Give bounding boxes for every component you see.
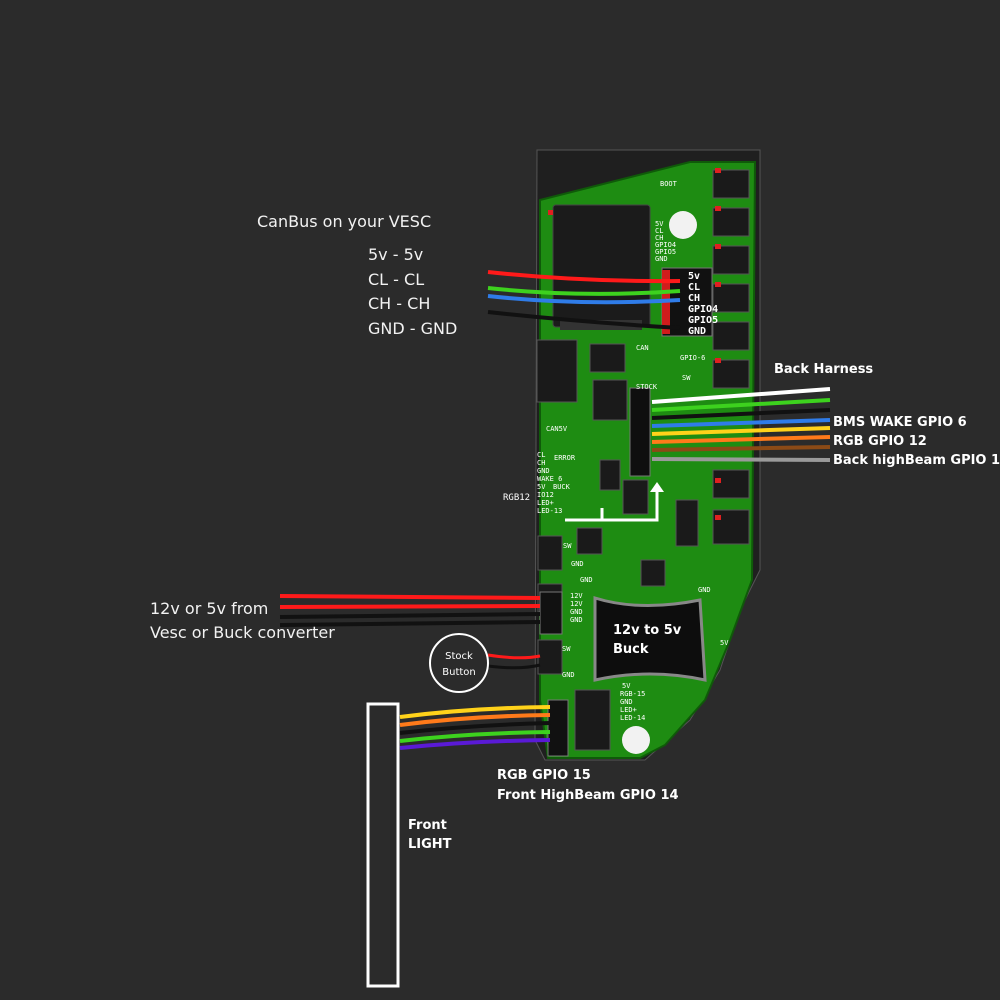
silk-power-pin: 12V (570, 600, 583, 608)
silk-mcu-pin: CH (655, 234, 663, 242)
silk-gnd1: GND (571, 560, 584, 568)
silk-sw: SW (682, 374, 691, 382)
front-light-box (366, 702, 400, 988)
silk-sw2: SW (563, 542, 572, 550)
mount-hole-top (669, 211, 697, 239)
mosfet-column (712, 169, 750, 545)
silk-side-pin: CL (537, 451, 545, 459)
silk-power-pin: GND (570, 608, 583, 616)
silk-front-pin: LED+ (620, 706, 637, 714)
stock-button (429, 633, 489, 693)
silk-side-pin: LED-13 (537, 507, 562, 515)
silk-sw3: SW (562, 645, 571, 653)
mount-hole-bottom (622, 726, 650, 754)
silk-side-pin: GND (537, 467, 550, 475)
silk-side-pin: IO12 (537, 491, 554, 499)
canbus-line: CH - CH (368, 294, 430, 313)
silk-gnd4: GND (562, 671, 575, 679)
silk-mcu-pin: CL (655, 227, 663, 235)
can-pin-label: CL (688, 282, 700, 293)
canbus-title: CanBus on your VESC (257, 212, 431, 231)
can-pin-label: GPIO5 (688, 315, 718, 326)
silk-side-pin: WAKE 6 (537, 475, 562, 483)
silk-power-pin: 12V (570, 592, 583, 600)
silk-gnd2: GND (580, 576, 593, 584)
silk-power-pin: GND (570, 616, 583, 624)
silk-gnd3: GND (698, 586, 711, 594)
silk-buck: BUCK (553, 483, 571, 491)
silk-mcu-pin: 5V (655, 220, 664, 228)
silk-side-pin: LED+ (537, 499, 554, 507)
power-wires (279, 594, 541, 627)
silkscreen: BOOT 5V CL CH GPIO4 GPIO5 GND CAN GPIO-6… (537, 180, 729, 722)
front-gpio-label: RGB GPIO 15 (497, 768, 591, 783)
silk-can5v: CAN5V (546, 425, 568, 433)
silk-boot: BOOT (660, 180, 678, 188)
silk-can: CAN (636, 344, 649, 352)
back-harness-label: RGB GPIO 12 (833, 434, 927, 449)
back-harness-connector (629, 387, 651, 477)
canbus-line: GND - GND (368, 319, 457, 338)
stock-button-label: Stock (445, 651, 473, 662)
front-wires (399, 705, 551, 750)
silk-mcu-pin: GPIO5 (655, 248, 676, 256)
back-harness-title: Back Harness (774, 362, 873, 377)
buck-label: Buck (613, 642, 649, 657)
can-connector-labels: 5v CL CH GPIO4 GPIO5 GND (688, 271, 718, 337)
can-pin-label: CH (688, 293, 700, 304)
silk-side-pin: CH (537, 459, 545, 467)
power-label: Vesc or Buck converter (150, 623, 335, 642)
rgb12-label: RGB12 (503, 493, 530, 503)
can-pin-label: 5v (688, 271, 700, 282)
silk-front-pin: LED-14 (620, 714, 645, 722)
power-connector (539, 591, 563, 635)
front-connector (547, 699, 569, 757)
canbus-line: CL - CL (368, 270, 424, 289)
can-pin-label: GND (688, 326, 706, 337)
buck-label: 12v to 5v (613, 623, 682, 638)
canbus-wires (487, 270, 681, 330)
silk-front-pin: GND (620, 698, 633, 706)
power-label: 12v or 5v from (150, 599, 268, 618)
silk-side-pin: 5V (537, 483, 546, 491)
front-gpio-label: Front HighBeam GPIO 14 (497, 788, 679, 803)
back-harness-label: BMS WAKE GPIO 6 (833, 415, 967, 430)
silk-mcu-pin: GND (655, 255, 668, 263)
back-harness-label: Back highBeam GPIO 13 (833, 453, 1000, 468)
canbus-line: 5v - 5v (368, 245, 423, 264)
stock-button-label: Button (442, 667, 476, 678)
front-light-label: Front (408, 818, 447, 833)
silk-gpio6: GPIO-6 (680, 354, 705, 362)
silk-stock: STOCK (636, 383, 658, 391)
silk-5v: 5V (720, 639, 729, 647)
silk-front-pin: 5V (622, 682, 631, 690)
can-pin-label: GPIO4 (688, 304, 718, 315)
front-light-label: LIGHT (408, 837, 452, 852)
stock-button-wires (487, 653, 541, 670)
buck-module (593, 595, 707, 682)
mcu-chip (552, 204, 651, 328)
silk-error: ERROR (554, 454, 576, 462)
back-harness-wires (651, 387, 831, 462)
silk-front-pin: RGB-15 (620, 690, 645, 698)
silk-mcu-pin: GPIO4 (655, 241, 676, 249)
